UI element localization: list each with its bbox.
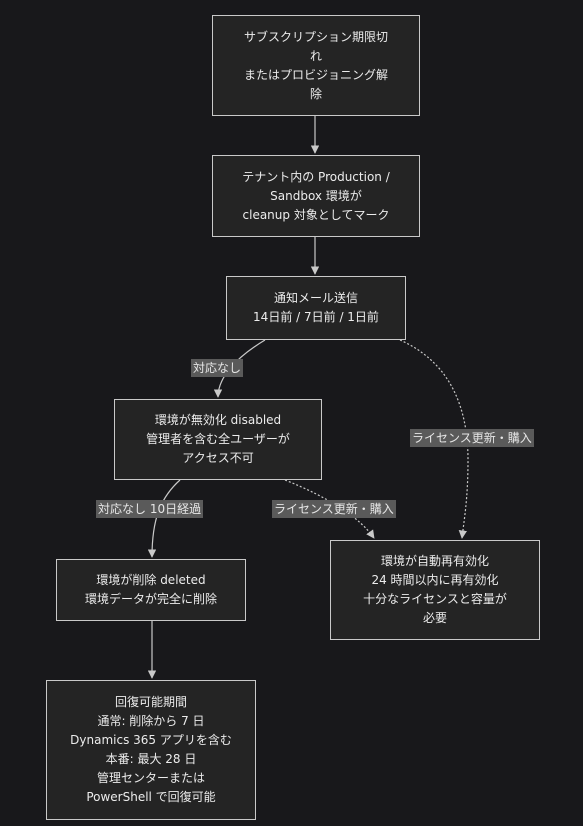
node-text-line: サブスクリプション期限切 xyxy=(243,29,388,44)
node-text-line: 14日前 / 7日前 / 1日前 xyxy=(253,310,379,324)
node-text-line: 環境が無効化 disabled xyxy=(154,413,282,427)
node-text-line: 本番: 最大 28 日 xyxy=(105,752,197,766)
node-text-line: 環境が削除 deleted xyxy=(96,573,206,587)
node-text-line: 除 xyxy=(309,86,322,101)
node-text-line: PowerShell で回復可能 xyxy=(86,790,216,804)
node-text-line: れ xyxy=(309,48,322,63)
edge-label-license-renew: ライセンス更新・購入 xyxy=(410,429,534,447)
node-recovery-period: 回復可能期間通常: 削除から 7 日 Dynamics 365 アプリを含む本番:… xyxy=(46,680,256,820)
edge-label-no-action-10days: 対応なし 10日経過 xyxy=(96,500,204,518)
node-text-line: 管理センターまたは xyxy=(96,771,205,785)
node-text-line: 管理者を含む全ユーザーが xyxy=(146,432,290,446)
node-text-line: 24 時間以内に再有効化 xyxy=(371,573,499,587)
edge-label-license-renew: ライセンス更新・購入 xyxy=(272,500,396,518)
edge-n4-n5 xyxy=(147,479,181,558)
node-subscription-expired: サブスクリプション期限切れまたはプロビジョニング解除 xyxy=(212,15,420,116)
node-environment-disabled: 環境が無効化 disabled 管理者を含む全ユーザーがアクセス不可 xyxy=(114,399,322,480)
node-text-line: cleanup 対象としてマーク xyxy=(242,207,390,222)
edge-label-no-action: 対応なし xyxy=(191,359,244,377)
node-text-line: 回復可能期間 xyxy=(114,695,187,709)
node-text-line: テナント内の Production / xyxy=(242,169,390,184)
node-notification-email: 通知メール送信 14日前 / 7日前 / 1日前 xyxy=(226,276,406,340)
node-text-line: 環境データが完全に削除 xyxy=(84,592,217,606)
node-text-line: 必要 xyxy=(422,611,447,625)
node-text-line: アクセス不可 xyxy=(182,451,254,465)
node-text-line: またはプロビジョニング解 xyxy=(243,67,388,82)
node-text-line: Sandbox 環境が xyxy=(270,188,362,203)
node-text-line: Dynamics 365 アプリを含む xyxy=(70,733,232,747)
node-environment-deleted: 環境が削除 deleted 環境データが完全に削除 xyxy=(56,559,246,621)
node-text-line: 環境が自動再有効化 xyxy=(380,554,489,568)
node-text-line: 通知メール送信 xyxy=(273,291,358,305)
node-text-line: 十分なライセンスと容量が xyxy=(363,592,507,606)
node-cleanup-mark: テナント内の Production / Sandbox 環境が cleanup 対象… xyxy=(212,155,420,237)
node-auto-reenabled: 環境が自動再有効化 24 時間以内に再有効化十分なライセンスと容量が必要 xyxy=(330,540,540,640)
node-text-line: 通常: 削除から 7 日 xyxy=(97,714,205,728)
